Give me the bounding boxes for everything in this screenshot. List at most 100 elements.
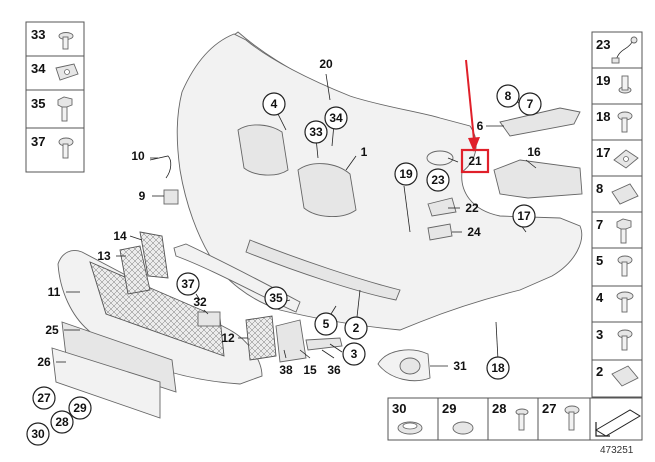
side-mesh-bracket bbox=[139, 231, 169, 279]
right-label-3[interactable]: 3 bbox=[596, 327, 603, 342]
callout-labels: 20 4 33 34 1 8 7 6 16 19 21 23 10 9 22 2… bbox=[26, 57, 542, 446]
right-label-23[interactable]: 23 bbox=[596, 37, 610, 52]
hex-bolt-icon bbox=[616, 218, 632, 244]
screw-icon bbox=[617, 329, 633, 351]
callout-21[interactable]: 21 bbox=[468, 154, 482, 168]
right-parts-column: 23 19 18 17 8 7 5 4 3 2 bbox=[591, 31, 643, 398]
callout-15[interactable]: 15 bbox=[303, 363, 317, 377]
callout-14[interactable]: 14 bbox=[113, 229, 127, 243]
catalog-number: 473251 bbox=[600, 445, 634, 456]
right-label-19[interactable]: 19 bbox=[596, 73, 610, 88]
callout-36[interactable]: 36 bbox=[327, 363, 341, 377]
callout-29[interactable]: 29 bbox=[73, 401, 87, 415]
grommet-icon bbox=[618, 75, 632, 94]
fog-lamp-lens bbox=[399, 357, 421, 375]
bumper-bracket bbox=[499, 107, 581, 137]
tow-hook-cover bbox=[426, 150, 454, 166]
air-duct bbox=[493, 159, 583, 199]
left-label-37[interactable]: 37 bbox=[31, 134, 45, 149]
bottom-label-27[interactable]: 27 bbox=[542, 401, 556, 416]
callout-13[interactable]: 13 bbox=[97, 249, 111, 263]
fog-lamp-mesh bbox=[245, 315, 277, 361]
screw-icon bbox=[58, 32, 74, 50]
right-label-5[interactable]: 5 bbox=[596, 253, 603, 268]
hex-bolt-icon bbox=[616, 291, 634, 313]
spring-clip-icon bbox=[611, 183, 639, 205]
callout-17[interactable]: 17 bbox=[517, 209, 531, 223]
callout-33[interactable]: 33 bbox=[309, 125, 323, 139]
callout-27[interactable]: 27 bbox=[37, 391, 51, 405]
right-label-2[interactable]: 2 bbox=[596, 364, 603, 379]
bottom-parts-row: 30 29 28 27 bbox=[387, 397, 643, 441]
bottom-label-29[interactable]: 29 bbox=[442, 401, 456, 416]
clip-nut-icon bbox=[613, 149, 639, 169]
right-label-7[interactable]: 7 bbox=[596, 217, 603, 232]
screw-icon bbox=[515, 408, 529, 431]
callout-38[interactable]: 38 bbox=[279, 363, 293, 377]
callout-34[interactable]: 34 bbox=[329, 111, 343, 125]
callout-1[interactable]: 1 bbox=[361, 145, 368, 159]
screw-icon bbox=[564, 405, 580, 431]
callout-7[interactable]: 7 bbox=[527, 97, 534, 111]
left-label-34[interactable]: 34 bbox=[31, 61, 46, 76]
highlight-box-21 bbox=[460, 148, 490, 174]
callout-4[interactable]: 4 bbox=[271, 97, 278, 111]
callout-5[interactable]: 5 bbox=[323, 317, 330, 331]
licence-plate-holder bbox=[51, 347, 161, 419]
callout-8[interactable]: 8 bbox=[505, 89, 512, 103]
sensor-bracket bbox=[427, 197, 457, 217]
right-label-17[interactable]: 17 bbox=[596, 145, 610, 160]
lower-trim bbox=[305, 337, 343, 351]
wiring-harness bbox=[149, 155, 172, 179]
callout-23[interactable]: 23 bbox=[431, 173, 445, 187]
callout-9[interactable]: 9 bbox=[139, 189, 146, 203]
cap-icon bbox=[397, 421, 423, 435]
callout-3[interactable]: 3 bbox=[351, 347, 358, 361]
callout-22[interactable]: 22 bbox=[465, 201, 479, 215]
bottom-label-30[interactable]: 30 bbox=[392, 401, 406, 416]
arrow-icon bbox=[595, 409, 641, 437]
clip-nut-icon bbox=[55, 63, 79, 81]
callout-19[interactable]: 19 bbox=[399, 167, 413, 181]
fog-lamp-cover bbox=[275, 319, 307, 363]
callout-6[interactable]: 6 bbox=[477, 119, 484, 133]
callout-18[interactable]: 18 bbox=[491, 361, 505, 375]
right-label-4[interactable]: 4 bbox=[596, 290, 604, 305]
callout-16[interactable]: 16 bbox=[527, 145, 541, 159]
hex-bolt-icon bbox=[57, 96, 73, 122]
sensor-holder bbox=[427, 223, 453, 241]
screw-icon bbox=[617, 255, 633, 277]
left-label-35[interactable]: 35 bbox=[31, 96, 45, 111]
highlight-arrow bbox=[465, 59, 480, 152]
bottom-label-28[interactable]: 28 bbox=[492, 401, 506, 416]
callout-32[interactable]: 32 bbox=[193, 295, 207, 309]
plug-icon bbox=[452, 421, 474, 435]
callout-28[interactable]: 28 bbox=[55, 415, 69, 429]
callout-35[interactable]: 35 bbox=[269, 291, 283, 305]
small-cover bbox=[163, 189, 179, 205]
callout-24[interactable]: 24 bbox=[467, 225, 481, 239]
right-label-8[interactable]: 8 bbox=[596, 181, 603, 196]
right-label-18[interactable]: 18 bbox=[596, 109, 610, 124]
callout-30[interactable]: 30 bbox=[31, 427, 45, 441]
licence-plate-base bbox=[61, 321, 177, 393]
callout-31[interactable]: 31 bbox=[453, 359, 467, 373]
callout-20[interactable]: 20 bbox=[319, 57, 333, 71]
callout-26[interactable]: 26 bbox=[37, 355, 51, 369]
left-parts-column: 33 34 35 37 bbox=[25, 21, 85, 173]
callout-2[interactable]: 2 bbox=[353, 321, 360, 335]
screw-icon bbox=[58, 137, 74, 159]
callout-12[interactable]: 12 bbox=[221, 331, 235, 345]
callout-25[interactable]: 25 bbox=[45, 323, 59, 337]
kidney-grille-left bbox=[237, 124, 289, 176]
center-mesh-grille bbox=[89, 261, 225, 357]
callout-10[interactable]: 10 bbox=[131, 149, 145, 163]
leader-lines bbox=[56, 73, 537, 367]
callout-11[interactable]: 11 bbox=[48, 285, 61, 299]
side-mesh-left bbox=[119, 245, 151, 295]
lower-intake bbox=[245, 239, 401, 301]
callout-37[interactable]: 37 bbox=[181, 277, 195, 291]
left-label-33[interactable]: 33 bbox=[31, 27, 45, 42]
sensor-module bbox=[197, 311, 221, 327]
